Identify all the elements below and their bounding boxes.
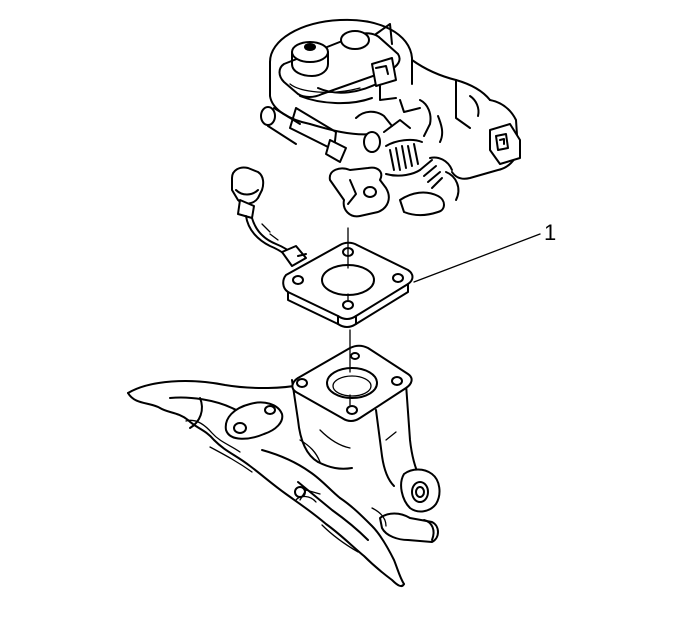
- sensor-connector: [231, 166, 265, 219]
- alignment-lines: [347, 227, 351, 406]
- return-springs: [385, 138, 453, 189]
- gasket: [282, 241, 414, 328]
- sensor-wires: [245, 215, 307, 267]
- callout-1-leader: [413, 233, 541, 283]
- throttle-body: [260, 18, 521, 218]
- intake-manifold: [127, 344, 441, 588]
- callout-1: 1: [413, 220, 556, 283]
- callout-1-label: 1: [544, 220, 556, 245]
